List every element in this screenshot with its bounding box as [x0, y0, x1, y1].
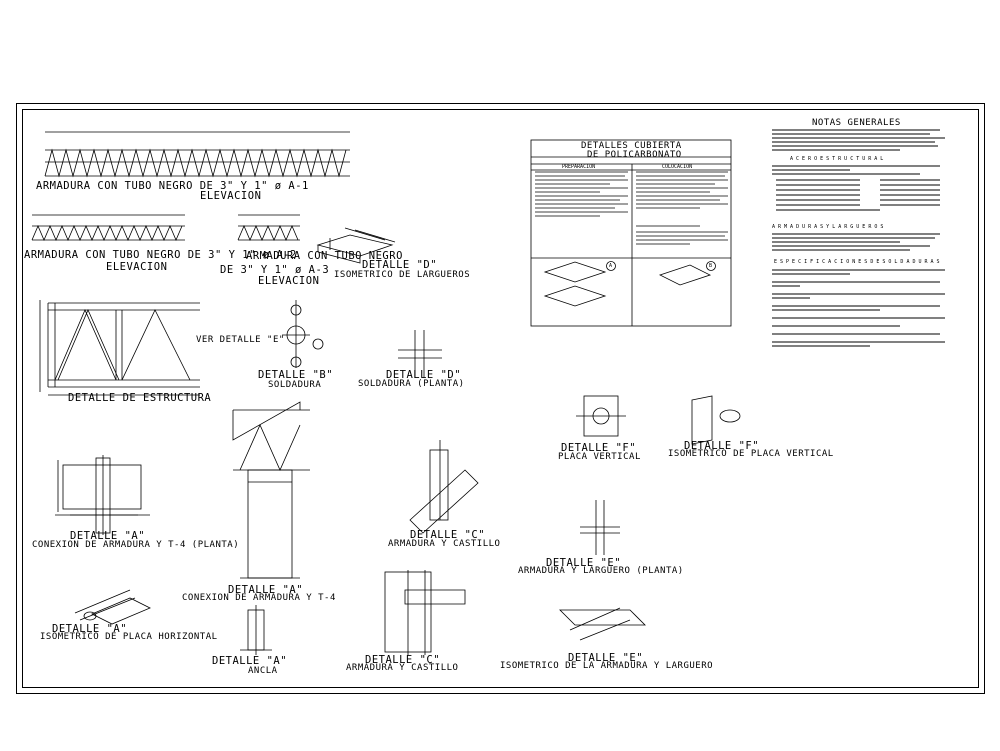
- inner-frame: [22, 109, 979, 688]
- truss-a3-title-2: DE 3" Y 1" ø A-3: [220, 264, 330, 276]
- structure-detail-drawing: [39, 300, 200, 396]
- table-mark-b: B: [709, 263, 713, 269]
- detail-e-plan-drawing: [580, 500, 620, 555]
- detail-e-iso-title: DETALLE "E": [568, 652, 644, 664]
- truss-a1: [44, 131, 350, 178]
- truss-a2-subtitle: ELEVACION: [106, 261, 168, 273]
- ver-detalle-e-label: VER DETALLE "E": [196, 335, 285, 345]
- detail-f-iso-subtitle: ISOMETRICO DE PLACA VERTICAL: [668, 449, 834, 459]
- detail-b-subtitle: SOLDADURA: [268, 380, 322, 390]
- truss-a2-title: ARMADURA CON TUBO NEGRO DE 3" Y 1" ø A-2: [24, 249, 297, 261]
- detail-d-plan-drawing: [398, 330, 442, 378]
- notes-title: NOTAS GENERALES: [812, 118, 901, 128]
- table-title-line1: DETALLES CUBIERTA: [581, 141, 682, 151]
- detail-c2-drawing: [384, 570, 466, 655]
- detail-d-plan-subtitle: SOLDADURA (PLANTA): [358, 379, 465, 389]
- detail-a-column-drawing: [232, 401, 310, 579]
- detail-a-anchor-drawing: [240, 605, 272, 655]
- notes-acero-heading: A C E R O E S T R U C T U R A L: [790, 156, 884, 162]
- detail-a-horiz-plate-drawing: [74, 589, 151, 625]
- table-title-line2: DE POLICARBONATO: [587, 150, 682, 160]
- detail-a-column-subtitle: CONEXION DE ARMADURA Y T-4: [182, 593, 336, 603]
- table-mark-a: A: [609, 263, 613, 269]
- detail-d-plan-title: DETALLE "D": [386, 369, 462, 381]
- truss-a1-subtitle: ELEVACION: [200, 190, 262, 202]
- detail-a-plan-subtitle: CONEXION DE ARMADURA Y T-4 (PLANTA): [32, 540, 240, 550]
- detail-a-horiz-title: DETALLE "A": [52, 623, 128, 635]
- detail-e-iso-subtitle: ISOMETRICO DE LA ARMADURA Y LARGUERO: [500, 661, 714, 671]
- detail-e-plan-subtitle: ARMADURA Y LARGUERO (PLANTA): [518, 566, 684, 576]
- detail-c2-title: DETALLE "C": [365, 654, 441, 666]
- detail-a-column-title: DETALLE "A": [228, 584, 304, 596]
- truss-a2: [31, 214, 185, 242]
- truss-a3: [237, 214, 300, 242]
- truss-a3-title-1: ARMADURA CON TUBO NEGRO: [246, 250, 403, 262]
- detail-a-anchor-title: DETALLE "A": [212, 655, 288, 667]
- detail-c-title: DETALLE "C": [410, 529, 486, 541]
- detail-a-horiz-subtitle: ISOMETRICO DE PLACA HORIZONTAL: [40, 632, 218, 642]
- detail-d-iso-subtitle: ISOMETRICO DE LARGUEROS: [334, 270, 471, 280]
- detail-b-drawing: [282, 300, 324, 368]
- truss-a1-title: ARMADURA CON TUBO NEGRO DE 3" Y 1" ø A-1: [36, 180, 309, 192]
- detail-f-title: DETALLE "F": [561, 442, 637, 454]
- detail-f-iso-title: DETALLE "F": [684, 440, 760, 452]
- table-col-right: COLOCACION: [662, 164, 693, 170]
- structure-detail-title: DETALLE DE ESTRUCTURA: [68, 392, 212, 404]
- detail-d-iso-title: DETALLE "D": [362, 259, 438, 271]
- detail-e-iso-drawing: [559, 607, 646, 641]
- detail-a-plan-title: DETALLE "A": [70, 530, 146, 542]
- detail-c2-subtitle: ARMADURA Y CASTILLO: [346, 663, 459, 673]
- detail-e-plan-title: DETALLE "E": [546, 557, 622, 569]
- table-col-left: PREPARACION: [562, 164, 596, 170]
- detail-c-subtitle: ARMADURA Y CASTILLO: [388, 539, 501, 549]
- detail-c-drawing: [409, 440, 479, 534]
- detail-a-anchor-subtitle: ANCLA: [248, 666, 278, 676]
- detail-b-title: DETALLE "B": [258, 369, 334, 381]
- notes-armaduras-heading: A R M A D U R A S Y L A R G U E R O S: [772, 224, 884, 230]
- notes-soldaduras-heading: E S P E C I F I C A C I O N E S D E S O …: [774, 259, 940, 265]
- detail-f-drawing: [576, 395, 741, 445]
- detail-d-iso-drawing: [316, 227, 396, 264]
- outer-frame: [16, 103, 985, 694]
- truss-a3-subtitle: ELEVACION: [258, 275, 320, 287]
- detail-f-subtitle: PLACA VERTICAL: [558, 452, 641, 462]
